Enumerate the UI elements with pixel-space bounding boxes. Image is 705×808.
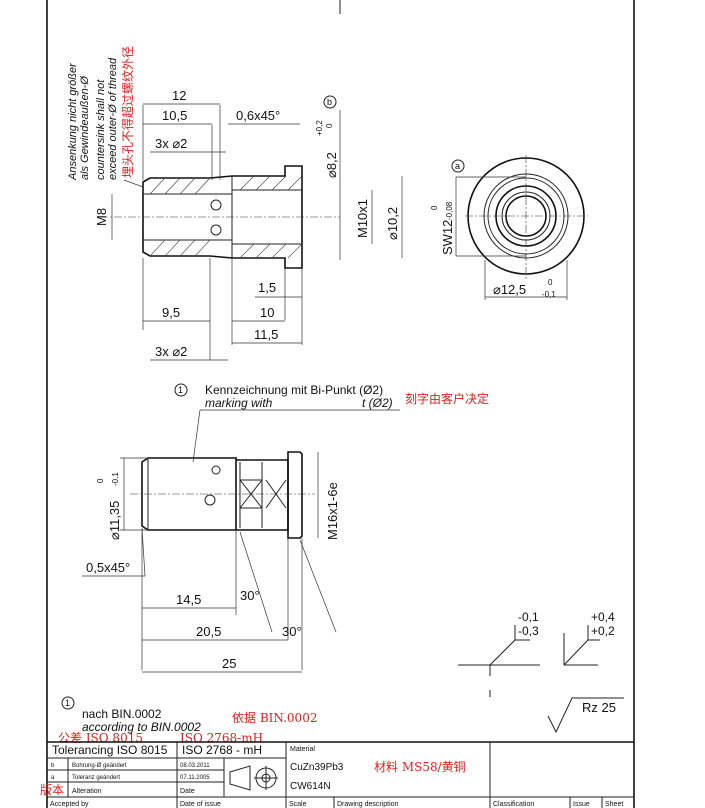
marking-label-cn: 刻字由客户决定 (405, 391, 489, 406)
dim-sw12: SW12 (440, 220, 455, 255)
dim-1-5: 1,5 (258, 280, 276, 295)
edge-left-lower: -0,3 (518, 624, 539, 638)
rev-letter: b (51, 763, 55, 769)
dim-14-5: 14,5 (176, 592, 201, 607)
end-view: a SW12 0 -0,08 ⌀12,5 0 -0,1 (430, 155, 588, 300)
marking-label-de: Kennzeichnung mit Bi-Punkt (Ø2) (205, 383, 383, 397)
rev-letter: a (51, 775, 55, 781)
dim-m10x1: M10x1 (355, 199, 370, 238)
iso-general-tolerance: ISO 2768 - mH (182, 743, 262, 757)
drawing-description-label: Drawing description (337, 801, 399, 808)
alteration-label: Alteration (72, 788, 102, 795)
note-cn: 埋头孔不得超过螺纹外径 (120, 46, 135, 178)
dim-holes-bottom: 3x ⌀2 (155, 344, 187, 359)
dim-d11-35: ⌀11,35 (107, 501, 122, 540)
dim-chamfer: 0,6x45° (236, 108, 280, 123)
dim-25: 25 (222, 656, 236, 671)
note-en-2: exceed outer-Ø of thread (107, 57, 119, 180)
marking-label-en: marking with (205, 396, 273, 410)
dim-holes-top: 3x ⌀2 (155, 136, 187, 151)
revision-row: b Bohrung-Ø geändert 08.03.2011 (51, 763, 210, 769)
projection-symbol (229, 765, 278, 791)
material-label: Material (290, 746, 315, 753)
dim-9-5: 9,5 (162, 305, 180, 320)
sw12-tol-up: 0 (430, 205, 439, 210)
d12-5-tol-lo: -0,1 (542, 290, 556, 299)
revision-row: a Toleranz geändert 07.11.2005 (51, 775, 210, 781)
dim-d10-2: ⌀10,2 (385, 207, 400, 240)
marking-num: 1 (178, 385, 183, 395)
note-num: 1 (65, 698, 70, 708)
dim-angle-30-2: 30° (282, 624, 302, 639)
edge-right-lower: +0,2 (591, 624, 615, 638)
rev-date: 07.11.2005 (180, 775, 210, 781)
tol-up: +0,2 (315, 120, 324, 136)
issue-label: Issue (573, 801, 590, 808)
revision-b-marker (323, 95, 337, 109)
dim-10: 10 (260, 305, 274, 320)
marking-note: 1 Kennzeichnung mit Bi-Punkt (Ø2) markin… (174, 383, 489, 463)
marking-label-en-2: t (Ø2) (362, 396, 393, 410)
dim-d12-5: ⌀12,5 (493, 282, 526, 297)
accepted-by-label: Accepted by (50, 801, 89, 808)
section-view: Ansenkung nicht größer als Gewindeaußen-… (67, 46, 403, 361)
d11-35-tol-lo: -0,1 (111, 472, 120, 486)
sheet-label: Sheet (605, 801, 623, 808)
dim-11-5: 11,5 (254, 327, 278, 342)
edge-right-upper: +0,4 (591, 610, 615, 624)
dim-angle-30-1: 30° (240, 588, 260, 603)
note-cn-bin: 依据 BIN.0002 (232, 710, 317, 725)
date-label: Date (180, 788, 195, 795)
scale-label: Scale (289, 801, 307, 808)
revision-a-marker (451, 159, 465, 173)
title-block: Tolerancing ISO 8015 ISO 2768 - mH Mater… (47, 741, 634, 808)
note-en: according to BIN.0002 (82, 720, 201, 734)
edge-left-upper: -0,1 (518, 610, 539, 624)
sw12-tol-lo: -0,08 (445, 201, 454, 220)
rev-a: a (455, 161, 460, 171)
dim-d8-2: ⌀8,2 (324, 152, 339, 178)
side-view: ⌀11,35 0 -0,1 M16x1-6e 0,5x45° 14,5 30° … (82, 451, 340, 673)
material-2: CW614N (290, 781, 331, 792)
roughness-value: Rz 25 (582, 700, 616, 715)
d11-35-tol-up: 0 (96, 478, 105, 483)
rev-text: Bohrung-Ø geändert (72, 763, 127, 769)
roughness-symbol (547, 697, 624, 734)
dim-20-5: 20,5 (196, 624, 221, 639)
rev-date: 08.03.2011 (180, 763, 210, 769)
dim-chamfer-side: 0,5x45° (86, 560, 130, 575)
dim-10-5: 10,5 (162, 108, 187, 123)
note-cn-version: 版本 (40, 783, 64, 797)
dim-12: 12 (172, 88, 186, 103)
note-de: nach BIN.0002 (82, 707, 162, 721)
note-en-1: countersink shall not (95, 79, 107, 180)
note-de-1: Ansenkung nicht größer (67, 62, 79, 181)
date-of-issue-label: Date of issue (180, 801, 221, 808)
dim-m16: M16x1-6e (325, 482, 340, 540)
tolerancing: Tolerancing ISO 8015 (52, 743, 168, 757)
material-1: CuZn39Pb3 (290, 762, 344, 773)
edge-symbols: -0,1 -0,3 +0,4 +0,2 (458, 610, 615, 676)
material-cn: 材料 MS58/黄铜 (374, 759, 466, 774)
dim-m8: M8 (94, 208, 109, 226)
classification-label: Classification (493, 801, 534, 808)
tol-lo: 0 (325, 123, 334, 128)
d12-5-tol-up: 0 (548, 278, 553, 287)
rev-b: b (327, 97, 332, 107)
note-de-2: als Gewindeaußen-Ø (79, 75, 91, 180)
rev-text: Toleranz geändert (72, 775, 120, 781)
